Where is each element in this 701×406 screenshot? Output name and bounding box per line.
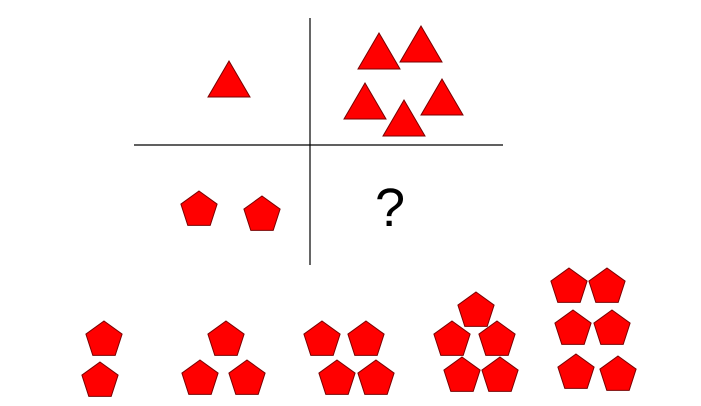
triangle-top-right xyxy=(399,25,443,63)
pentagon-option-1 xyxy=(85,320,123,356)
pentagon-option-5 xyxy=(588,267,626,303)
pentagon-option-3 xyxy=(318,359,356,395)
pentagon-option-3 xyxy=(347,320,385,356)
pentagon-option-2 xyxy=(228,359,266,395)
pentagon-option-1 xyxy=(81,361,119,397)
question-mark: ? xyxy=(374,178,406,238)
pentagon-option-5 xyxy=(550,267,588,303)
pentagon-option-5 xyxy=(554,309,592,345)
pentagon-option-5 xyxy=(593,309,631,345)
triangle-top-right xyxy=(420,78,464,116)
triangle-top-right xyxy=(382,99,426,137)
triangle-top-right xyxy=(357,32,401,70)
pentagon-bottom-left xyxy=(243,195,281,231)
pentagon-option-4 xyxy=(433,320,471,356)
pentagon-option-4 xyxy=(443,356,481,392)
pentagon-option-5 xyxy=(599,355,637,391)
grid-lines xyxy=(134,18,503,265)
pentagon-option-4 xyxy=(457,291,495,327)
shapes-layer xyxy=(81,25,637,397)
pentagon-option-2 xyxy=(207,320,245,356)
pentagon-option-4 xyxy=(481,356,519,392)
pentagon-option-5 xyxy=(557,353,595,389)
triangle-top-right xyxy=(343,82,387,120)
pentagon-bottom-left xyxy=(180,190,218,226)
pentagon-option-4 xyxy=(478,320,516,356)
triangle-top-left xyxy=(207,60,251,98)
pentagon-option-3 xyxy=(357,359,395,395)
pentagon-option-3 xyxy=(303,320,341,356)
pentagon-option-2 xyxy=(181,359,219,395)
